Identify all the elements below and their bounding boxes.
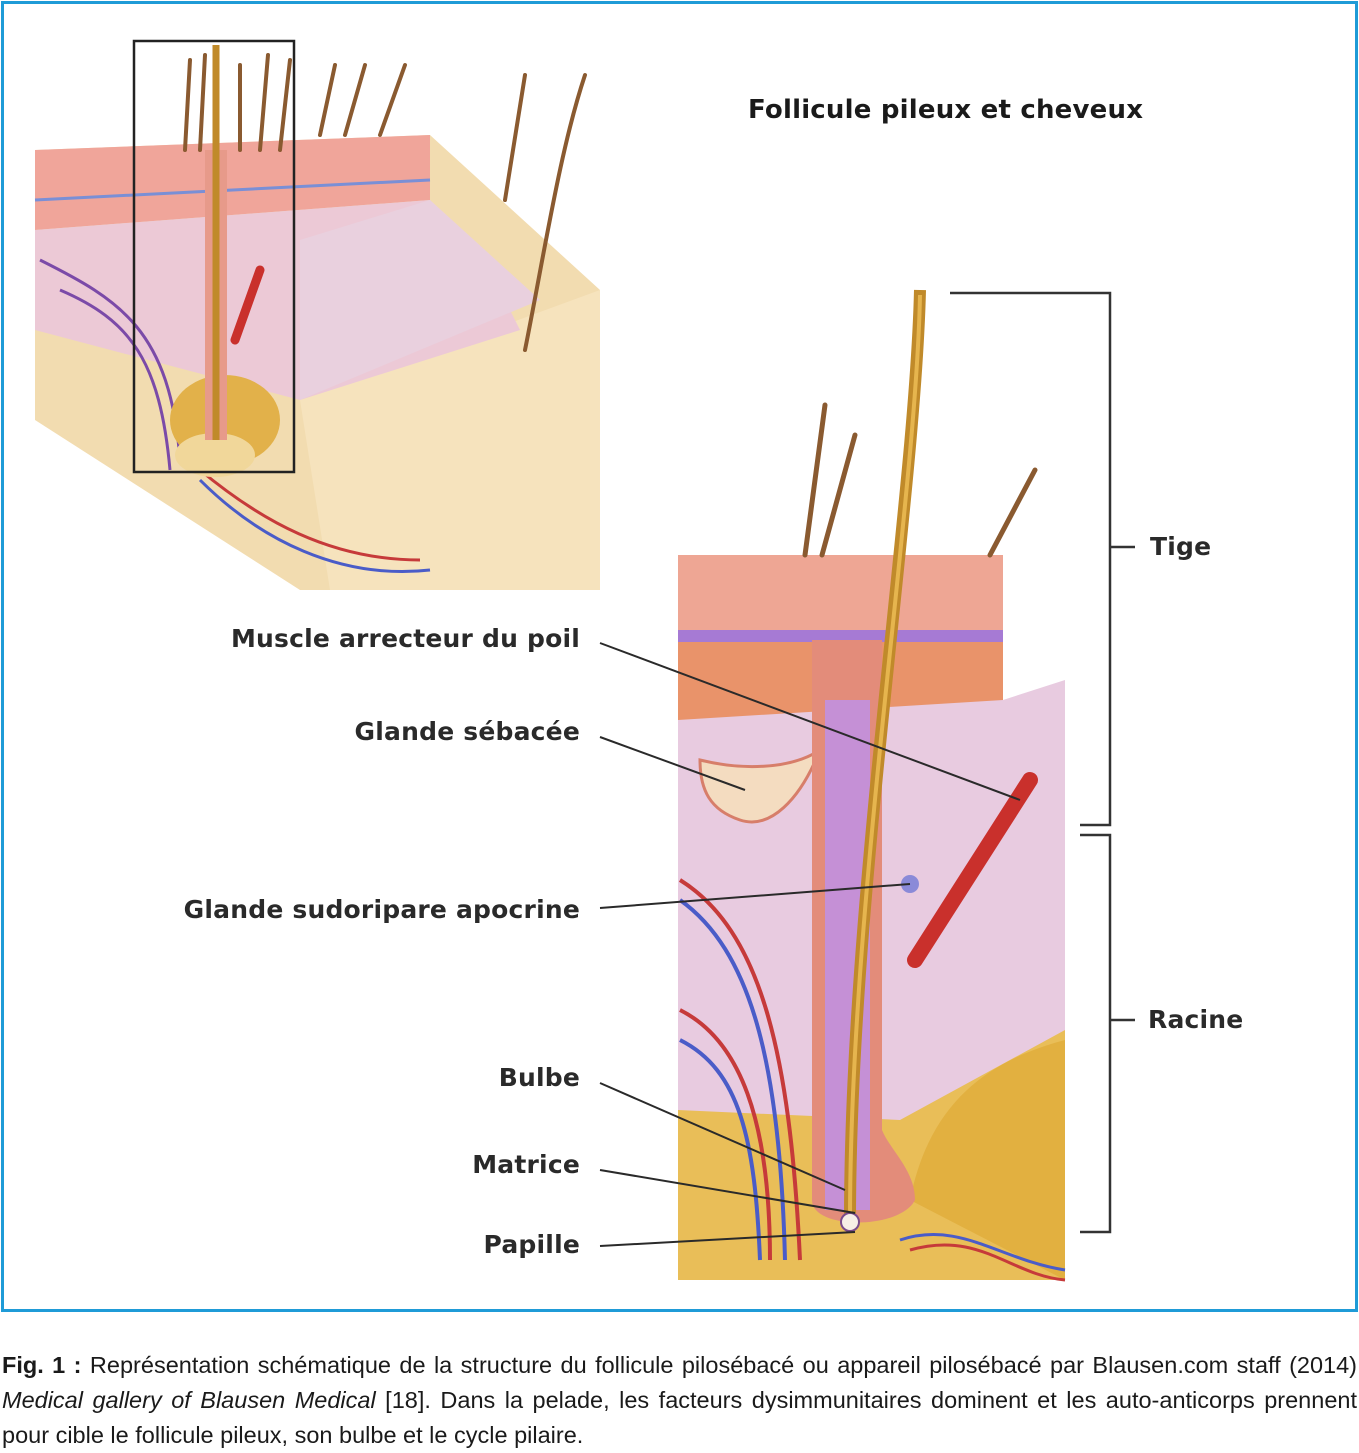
hair-follicle-illustration xyxy=(34,39,1135,1282)
brackets xyxy=(950,291,1135,1234)
label-matrice: Matrice xyxy=(472,1150,580,1179)
leader-matrice xyxy=(599,1169,856,1214)
skin-block-3d xyxy=(34,39,600,590)
caption-italic-title: Medical gallery of Blausen Medical xyxy=(2,1387,376,1413)
bracket-racine xyxy=(1080,833,1112,1234)
figure-caption: Fig. 1 : Représentation schématique de l… xyxy=(2,1348,1357,1453)
caption-fig-label: Fig. 1 : xyxy=(2,1352,82,1378)
leader-sebacee xyxy=(599,736,746,791)
label-papille: Papille xyxy=(483,1230,580,1259)
figure-title: Follicule pileux et cheveux xyxy=(748,95,1144,125)
label-racine: Racine xyxy=(1148,1005,1244,1034)
leader-bulbe xyxy=(599,1082,846,1191)
bracket-tige xyxy=(950,291,1112,827)
caption-text-2: [18]. Dans la pelade, les facteurs dysim… xyxy=(2,1387,1357,1448)
leader-papille xyxy=(599,1231,856,1247)
zoom-selection-box xyxy=(132,39,296,474)
caption-text-1: Représentation schématique de la structu… xyxy=(81,1352,1357,1378)
leader-sudoripare xyxy=(599,883,911,909)
label-glande-sebacee: Glande sébacée xyxy=(354,717,580,746)
leader-muscle xyxy=(599,642,1021,801)
label-tige: Tige xyxy=(1150,532,1212,561)
label-glande-sudoripare: Glande sudoripare apocrine xyxy=(183,895,580,924)
label-muscle: Muscle arrecteur du poil xyxy=(230,624,580,653)
skin-cross-section xyxy=(678,289,1066,1282)
label-bulbe: Bulbe xyxy=(498,1063,580,1092)
leader-lines xyxy=(599,642,1021,1247)
